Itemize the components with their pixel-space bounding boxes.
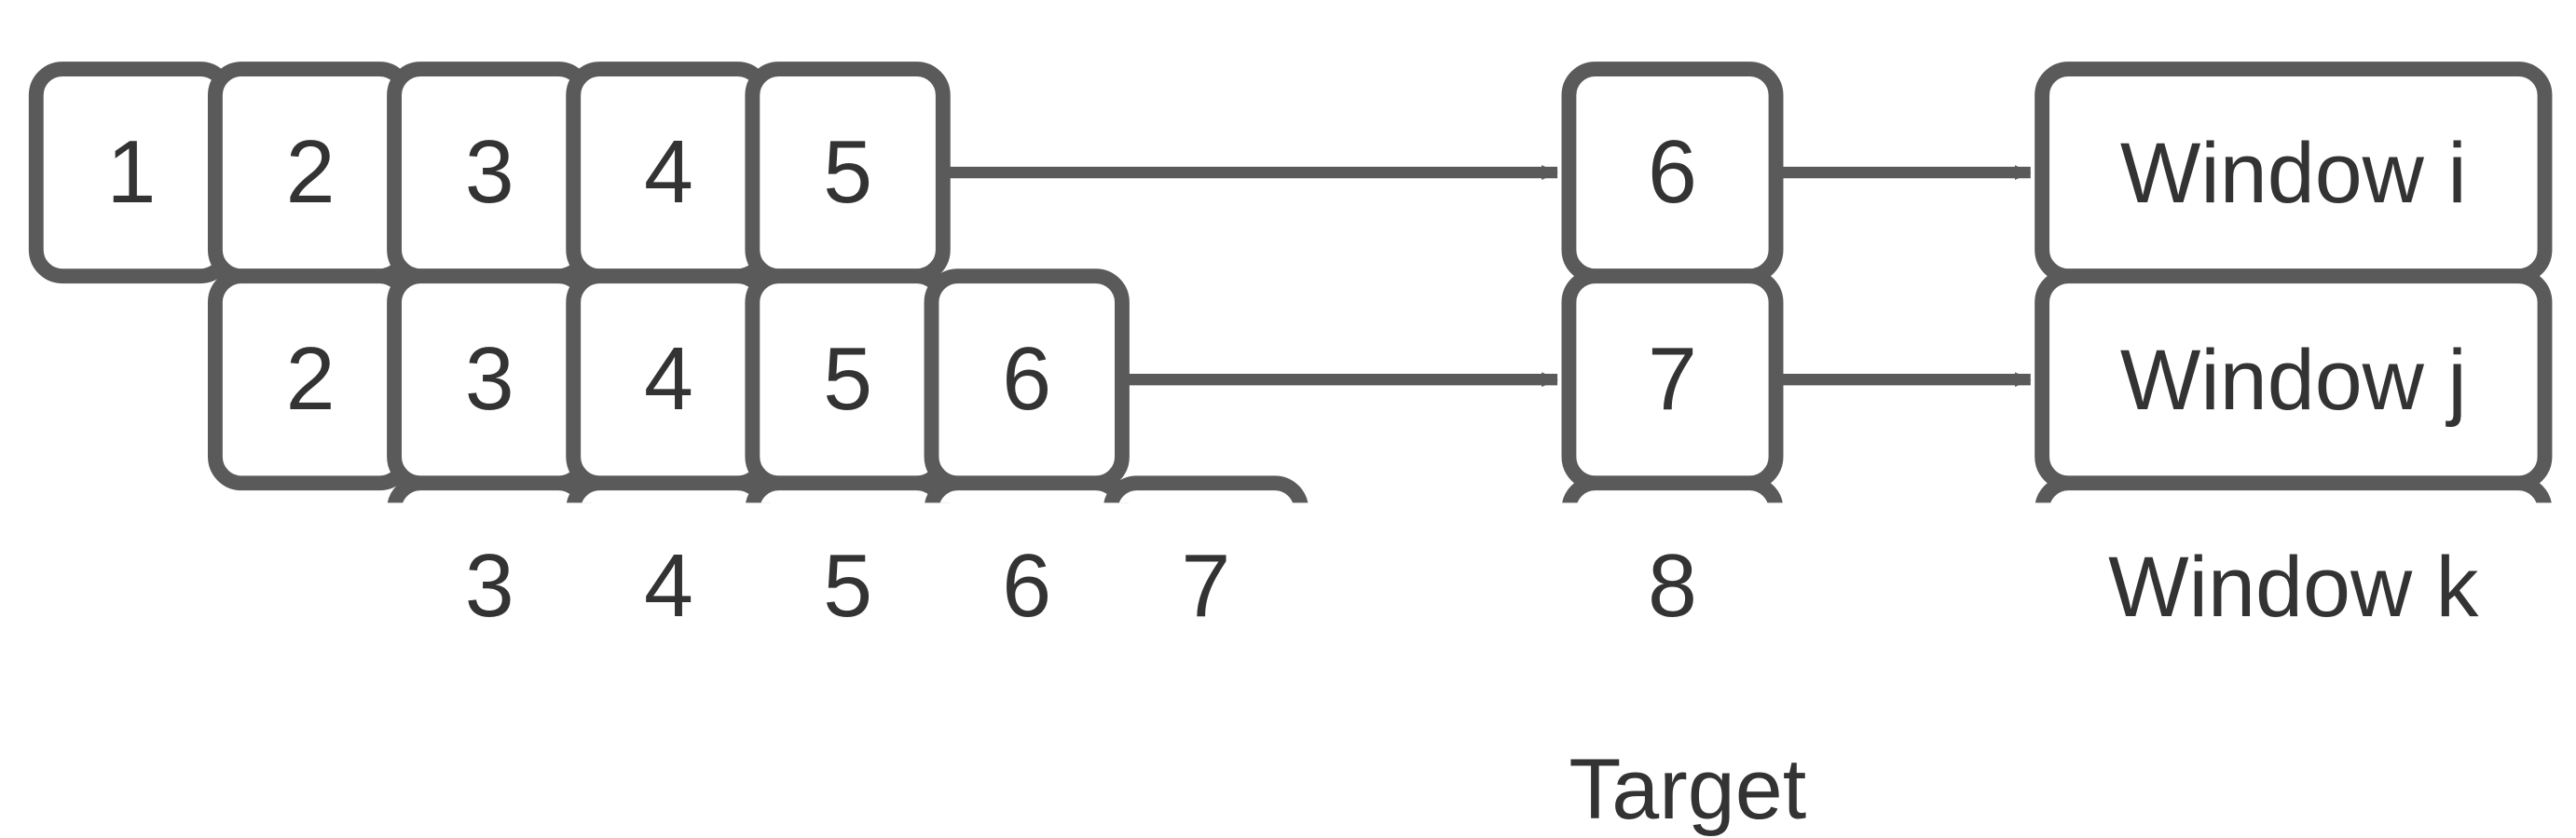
- target-column: [1561, 62, 1784, 503]
- sequence-cell-label-r1c3: 5: [823, 330, 873, 430]
- arrows-target-to-window: [1782, 165, 2032, 388]
- target-cell-label-1: 7: [1647, 330, 1697, 430]
- diagram-svg: [28, 62, 2553, 503]
- sequence-cell-label-r1c0: 2: [285, 330, 336, 430]
- target-cell-label-0: 6: [1647, 123, 1697, 222]
- target-caption: Target: [1569, 742, 1807, 838]
- window-cell-label-0: Window i: [2119, 126, 2467, 222]
- window-column: [2035, 62, 2553, 503]
- sequence-cell-label-r1c1: 3: [464, 330, 514, 430]
- target-cell-2[interactable]: [1562, 475, 1783, 503]
- sequence-row-0: [28, 62, 951, 284]
- sequence-cell-r2c2[interactable]: [746, 475, 951, 503]
- diagram-canvas: 1 2 3 4 5 2 3 4 5 6 3 4 5 6 7 6 7 8 Targ…: [28, 62, 2553, 833]
- sequence-cell-r2c3[interactable]: [925, 475, 1130, 503]
- target-cell-label-2: 8: [1647, 537, 1697, 637]
- window-cell-label-2: Window k: [2108, 540, 2479, 637]
- sequence-cell-label-r0c4: 5: [823, 123, 873, 222]
- sequence-cell-label-r2c0: 3: [464, 537, 514, 637]
- sequence-cell-label-r0c0: 1: [106, 123, 157, 222]
- sequence-cell-label-r2c1: 4: [643, 537, 693, 637]
- window-cell-2[interactable]: [2035, 475, 2552, 503]
- sequence-cell-label-r2c3: 6: [1002, 537, 1052, 637]
- sequence-cell-r2c1[interactable]: [566, 475, 771, 503]
- arrows-sequence-to-target: [949, 165, 1558, 388]
- sequence-cell-r2c0[interactable]: [387, 475, 592, 503]
- sequence-cell-label-r1c2: 4: [643, 330, 693, 430]
- sequence-cell-label-r0c3: 4: [643, 123, 693, 222]
- sequence-cell-label-r0c1: 2: [285, 123, 336, 222]
- sequence-row-1: [207, 268, 1130, 491]
- sequence-cell-label-r0c2: 3: [464, 123, 514, 222]
- sequence-cell-label-r1c4: 6: [1002, 330, 1052, 430]
- window-cell-label-1: Window j: [2119, 333, 2467, 430]
- sequence-cell-label-r2c2: 5: [823, 537, 873, 637]
- sequence-cell-r2c4[interactable]: [1103, 475, 1309, 503]
- sequence-row-2: [387, 475, 1309, 503]
- sequence-cell-label-r2c4: 7: [1181, 537, 1231, 637]
